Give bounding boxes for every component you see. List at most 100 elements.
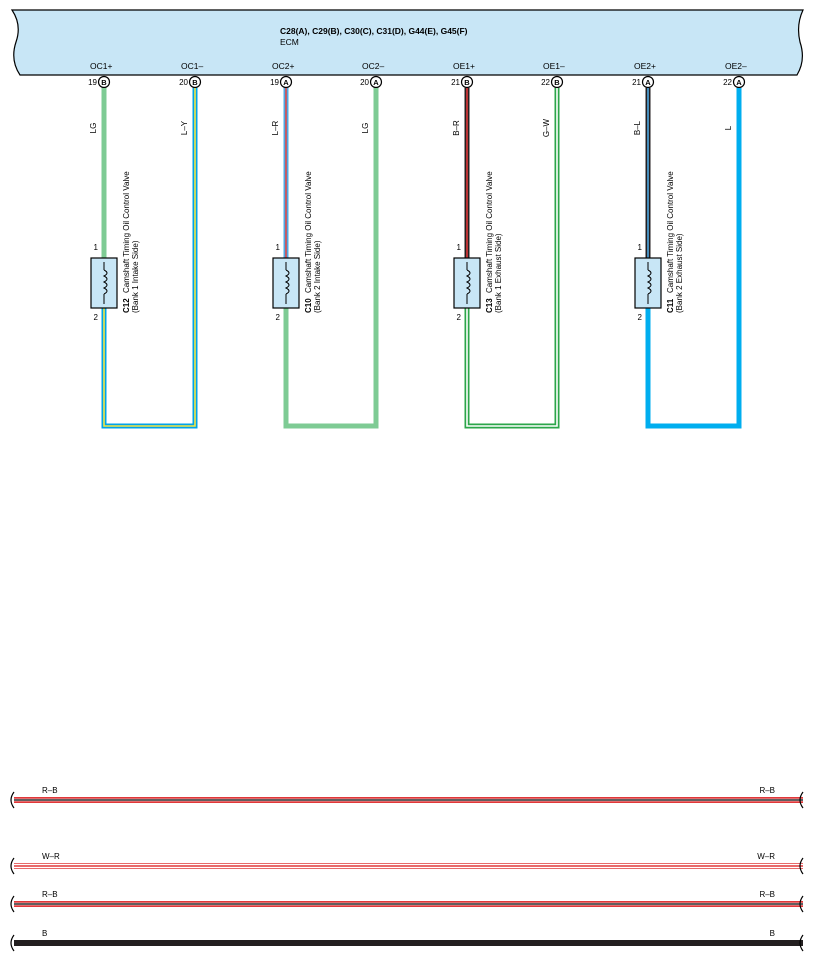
terminal-pin: 20: [179, 78, 188, 87]
connector-circle: [279, 75, 293, 89]
terminal-name: OE2–: [725, 61, 747, 71]
wire-label: LG: [89, 123, 98, 134]
terminal-connector: B: [464, 78, 470, 87]
ecm-connectors-title: C28(A), C29(B), C30(C), C31(D), G44(E), …: [280, 26, 468, 36]
valve-pin-bottom: 2: [94, 313, 99, 322]
terminal-pin: 19: [88, 78, 97, 87]
wire-label-right: R–B: [759, 890, 775, 899]
valve-location: (Bank 2 Intake Side): [313, 240, 322, 313]
coil-icon: [102, 269, 108, 295]
terminal-name: OE1+: [453, 61, 475, 71]
valve-name: Camshaft Timing Oil Control Valve: [122, 171, 131, 293]
wire-base: [101, 88, 198, 429]
wire: [101, 88, 198, 429]
terminal-pin: 20: [360, 78, 369, 87]
break-mark-right: [799, 934, 804, 952]
wire-label: L–R: [271, 120, 280, 135]
ecm-terminals: OC1+ 19 B OC1– 20 B OC2+ 19 A OC2– 20 A OE1+ 21 B OE1– 2…: [88, 61, 747, 89]
terminal-connector: B: [101, 78, 107, 87]
wire-base: [645, 88, 742, 429]
terminal-pin: 21: [451, 78, 460, 87]
break-mark-right: [799, 791, 804, 809]
wire: [645, 88, 742, 429]
break-mark-right: [799, 857, 804, 875]
wire-stripe: [103, 88, 196, 427]
valve-pin-top: 1: [457, 243, 462, 252]
terminal-name: OC1–: [181, 61, 203, 71]
break-mark-left: [10, 791, 15, 809]
terminal-2: OC2+ 19 A: [270, 61, 294, 89]
bottom-wire-0: R–B R–B: [10, 786, 804, 809]
bottom-wire-1: W–R W–R: [10, 852, 804, 875]
terminal-connector: A: [283, 78, 289, 87]
valve-name: Camshaft Timing Oil Control Valve: [666, 171, 675, 293]
valve-pin-bottom: 2: [638, 313, 643, 322]
wire-label: L–Y: [180, 120, 189, 135]
terminal-name: OC2+: [272, 61, 294, 71]
wire-base: [464, 88, 560, 429]
wire-label: B–L: [633, 120, 642, 135]
ecm-block: C28(A), C29(B), C30(C), C31(D), G44(E), …: [10, 9, 804, 76]
wire-label-left: R–B: [42, 890, 58, 899]
connector-circle: [550, 75, 564, 89]
terminal-5: OE1– 22 B: [541, 61, 565, 89]
valve-name: Camshaft Timing Oil Control Valve: [304, 171, 313, 293]
terminal-name: OE1–: [543, 61, 565, 71]
break-mark-left: [10, 857, 15, 875]
terminal-4: OE1+ 21 B: [451, 61, 475, 89]
terminal-name: OC2–: [362, 61, 384, 71]
wire-label: G–W: [542, 118, 551, 137]
connector-circle: [641, 75, 655, 89]
break-mark-left: [10, 895, 15, 913]
terminal-connector: A: [373, 78, 379, 87]
terminal-pin: 21: [632, 78, 641, 87]
bottom-wire-2: R–B R–B: [10, 890, 804, 913]
terminal-0: OC1+ 19 B: [88, 61, 112, 89]
terminal-pin: 22: [541, 78, 550, 87]
wire-label-left: R–B: [42, 786, 58, 795]
terminal-name: OE2+: [634, 61, 656, 71]
valve-pin-top: 1: [94, 243, 99, 252]
wire-label-left: B: [42, 929, 47, 938]
wire-label-left: W–R: [42, 852, 60, 861]
wire-label-right: W–R: [757, 852, 775, 861]
valve-location: (Bank 1 Exhaust Side): [494, 233, 503, 313]
valve-pin-top: 1: [276, 243, 281, 252]
valve-pin-bottom: 2: [457, 313, 462, 322]
ecm-body: [10, 9, 804, 76]
valve-id: C11: [666, 298, 675, 313]
connector-circle: [97, 75, 111, 89]
terminal-pin: 19: [270, 78, 279, 87]
valve-pin-top: 1: [638, 243, 643, 252]
connector-circle: [369, 75, 383, 89]
wire-label: B–R: [452, 120, 461, 136]
wire-label: LG: [361, 123, 370, 134]
wire: [464, 88, 560, 429]
valve-id: C12: [122, 298, 131, 313]
terminal-pin: 22: [723, 78, 732, 87]
terminal-connector: B: [554, 78, 560, 87]
valve-location: (Bank 1 Intake Side): [131, 240, 140, 313]
connector-circle: [188, 75, 202, 89]
valve-pin-bottom: 2: [276, 313, 281, 322]
wire-label-right: R–B: [759, 786, 775, 795]
valve-c12: 1 2 C12 Camshaft Timing Oil Control Valve(B…: [90, 171, 140, 322]
wire-stripe: [466, 88, 558, 427]
ecm-name: ECM: [280, 37, 299, 47]
break-mark-right: [799, 895, 804, 913]
terminal-name: OC1+: [90, 61, 112, 71]
connector-circle: [732, 75, 746, 89]
